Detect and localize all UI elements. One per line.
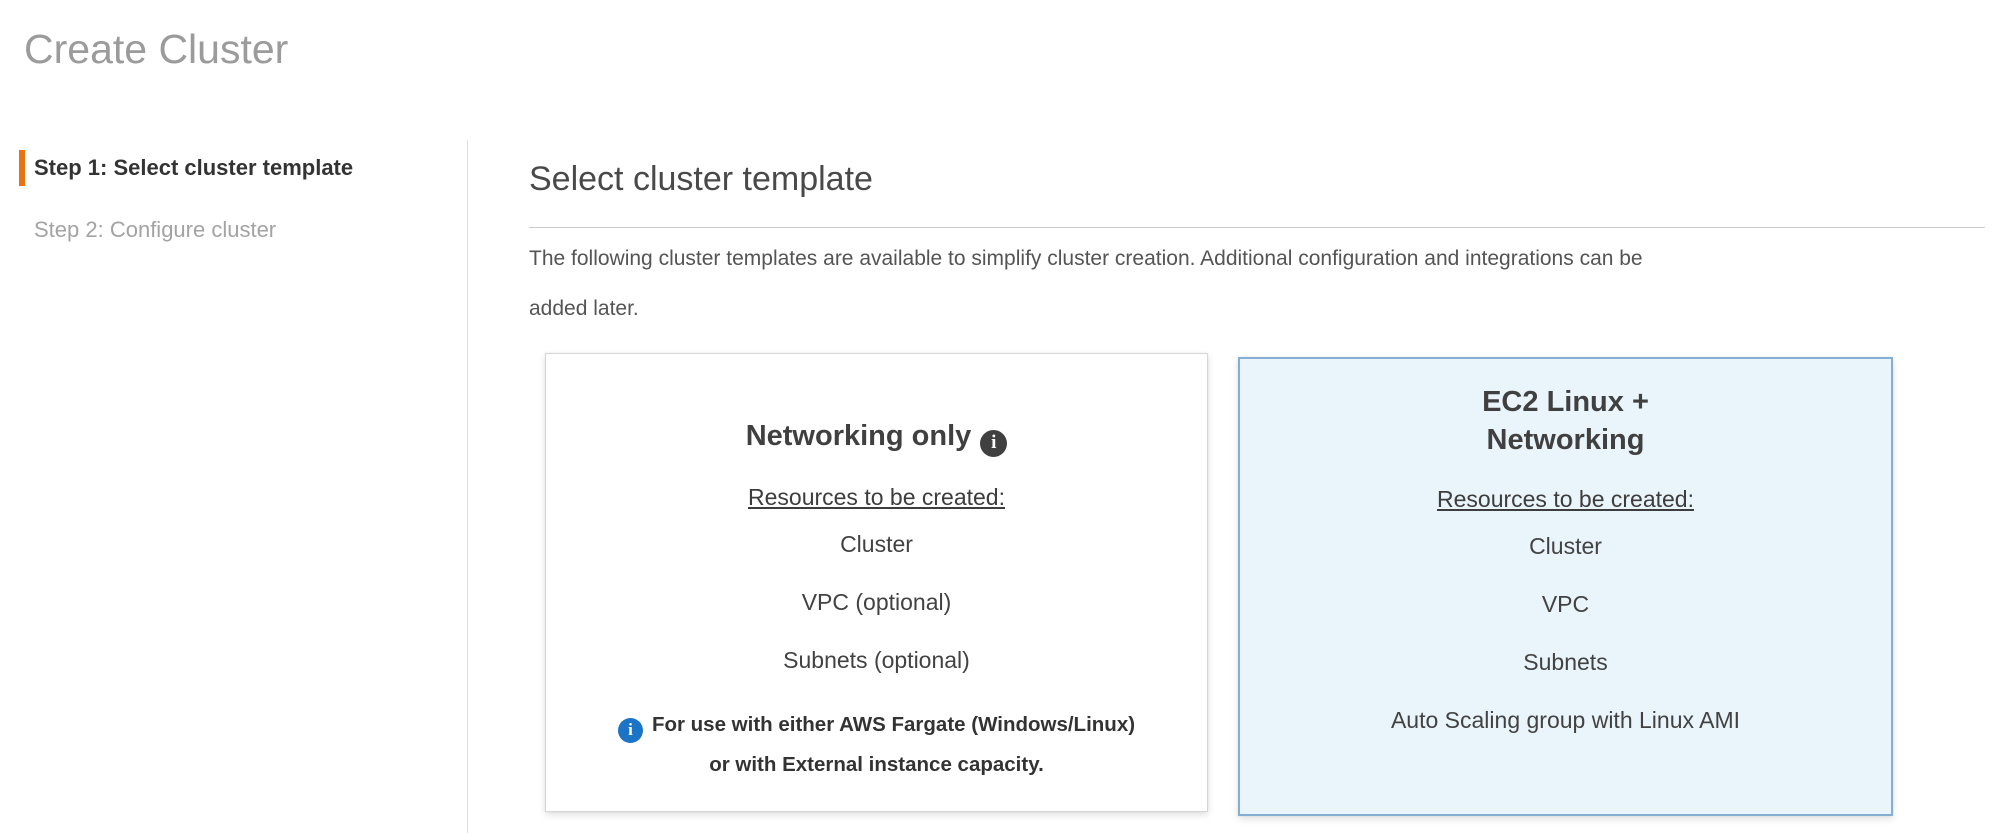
resources-label: Resources to be created: [1437, 486, 1694, 512]
section-heading: Select cluster template [529, 160, 873, 198]
resources-label: Resources to be created: [748, 483, 1005, 510]
resource-item: VPC [1541, 591, 1590, 617]
template-cards: Networking only i Resources to be created… [545, 353, 1893, 816]
card-title: Networking only i [546, 379, 1207, 457]
resource-item: Subnets (optional) [783, 646, 970, 673]
resource-item: VPC (optional) [801, 588, 952, 615]
resource-item: Cluster [840, 530, 913, 557]
card-title: EC2 Linux + Networking [1482, 386, 1649, 456]
card-note: i For use with either AWS Fargate (Window… [576, 705, 1177, 785]
main-content: Select cluster template The following cl… [529, 158, 1985, 334]
card-title-text: Networking only [745, 420, 972, 452]
info-icon-glyph: i [628, 720, 633, 739]
resource-item: Cluster [1529, 533, 1602, 559]
card-note-text: For use with either AWS Fargate (Windows… [651, 713, 1136, 776]
info-icon: i [617, 717, 643, 743]
resource-item: Auto Scaling group with Linux AMI [1390, 707, 1741, 733]
vertical-divider [467, 140, 468, 833]
section-description: The following cluster templates are avai… [529, 247, 1643, 320]
heading-rule [529, 227, 1985, 228]
sidebar-item-step-2: Step 2: Configure cluster [34, 217, 277, 242]
info-icon-glyph: i [991, 432, 997, 453]
page-title: Create Cluster [24, 26, 289, 72]
info-icon[interactable]: i [980, 429, 1008, 457]
template-card-ec2-linux-networking[interactable]: EC2 Linux + Networking Resources to be c… [1238, 357, 1893, 816]
wizard-steps: Step 1: Select cluster template Step 2: … [19, 150, 449, 248]
sidebar-item-step-1: Step 1: Select cluster template [19, 150, 449, 186]
template-card-networking-only[interactable]: Networking only i Resources to be created… [545, 353, 1208, 812]
resource-item: Subnets [1523, 649, 1608, 675]
resources-list: Cluster VPC Subnets Auto Scaling group w… [1240, 532, 1891, 734]
resources-list: Cluster VPC (optional) Subnets (optional… [546, 530, 1207, 674]
